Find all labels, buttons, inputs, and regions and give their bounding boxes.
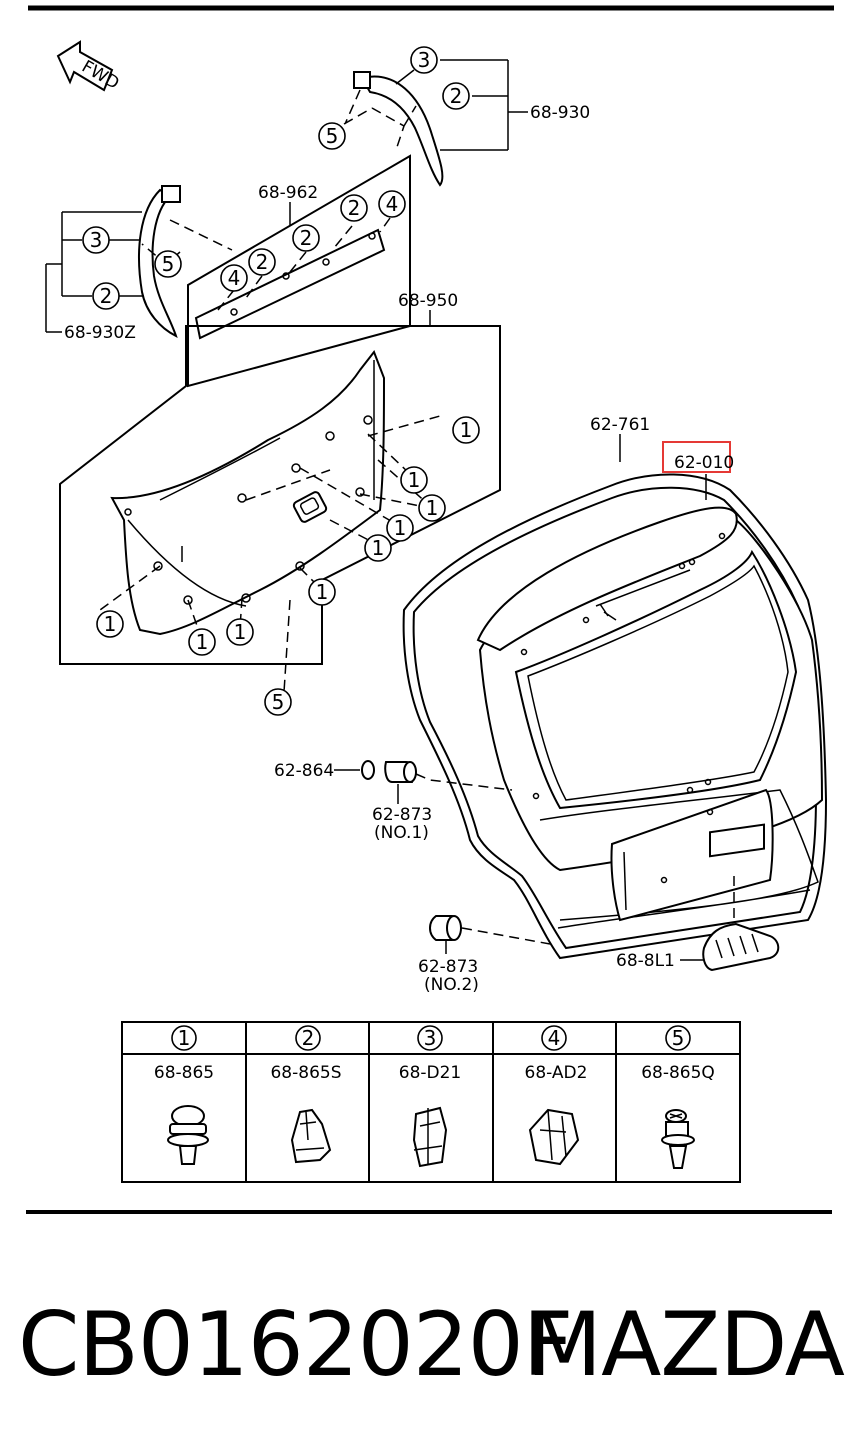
callout-circle-1: 1 [226, 618, 254, 646]
svg-text:2: 2 [348, 196, 361, 220]
legend-index-1: 1 [178, 1026, 191, 1050]
svg-text:1: 1 [408, 468, 421, 492]
label-68-962: 68-962 [258, 183, 318, 203]
legend-index-2: 2 [302, 1026, 315, 1050]
legend-code-5: 68-865Q [641, 1063, 715, 1083]
svg-text:3: 3 [418, 48, 431, 72]
svg-text:4: 4 [386, 192, 399, 216]
label-62-761: 62-761 [590, 415, 650, 435]
part-number: CB0162020F [18, 1293, 573, 1396]
callout-68-930: 68-930 [395, 59, 590, 151]
label-62-010: 62-010 [674, 453, 734, 473]
label-no1: (NO.1) [374, 823, 429, 843]
callout-circle-4: 4 [220, 264, 248, 292]
callout-circle-1: 1 [188, 628, 216, 656]
legend-cell-2: 2 68-865S [270, 1025, 342, 1164]
svg-text:4: 4 [228, 266, 241, 290]
svg-text:1: 1 [394, 516, 407, 540]
retainer-icon [412, 1106, 448, 1168]
svg-text:1: 1 [316, 580, 329, 604]
svg-text:5: 5 [162, 252, 175, 276]
legend-code-2: 68-865S [270, 1063, 341, 1083]
svg-text:1: 1 [104, 612, 117, 636]
callout-circle-2: 2 [340, 194, 368, 222]
callout-circle-5: 5 [318, 122, 346, 150]
clip-icon [290, 1108, 332, 1164]
callout-circle-1: 1 [386, 514, 414, 542]
svg-text:2: 2 [100, 284, 113, 308]
svg-text:2: 2 [300, 226, 313, 250]
legend-code-1: 68-865 [154, 1063, 214, 1083]
label-62-873-a: 62-873 [372, 805, 432, 825]
legend-index-3: 3 [424, 1026, 437, 1050]
fastener-legend-table: 1 68-865 2 68-865S 3 68-D21 [121, 1021, 741, 1183]
legend-index-4: 4 [548, 1026, 561, 1050]
svg-text:2: 2 [256, 250, 269, 274]
footer: CB0162020F MAZDA [0, 1290, 864, 1420]
legend-cell-3: 3 68-D21 [399, 1025, 462, 1168]
label-68-930z: 68-930Z [64, 323, 136, 343]
legend-cell-4: 4 68-AD2 [525, 1025, 588, 1166]
svg-text:2: 2 [450, 84, 463, 108]
callout-circle-1: 1 [96, 610, 124, 638]
label-68-950: 68-950 [398, 291, 458, 311]
highlight-box-62-010 [662, 441, 731, 473]
legend-code-3: 68-D21 [399, 1063, 462, 1083]
callout-circle-2: 2 [248, 248, 276, 276]
callout-circle-4: 4 [378, 190, 406, 218]
svg-text:1: 1 [196, 630, 209, 654]
label-68-930: 68-930 [530, 103, 590, 123]
callout-circle-2: 2 [92, 282, 120, 310]
liftgate-62-010 [402, 473, 828, 960]
label-no2: (NO.2) [424, 975, 479, 995]
legend-cell-1: 1 68-865 [154, 1025, 214, 1165]
callout-circle-1: 1 [452, 416, 480, 444]
callout-circle-1: 1 [400, 466, 428, 494]
callout-circle-1: 1 [418, 494, 446, 522]
bracket-clip-icon [528, 1108, 580, 1166]
svg-text:5: 5 [326, 124, 339, 148]
brand-name: MAZDA [526, 1293, 845, 1396]
svg-text:1: 1 [372, 536, 385, 560]
callout-circle-5: 5 [154, 250, 182, 278]
stopper-62-873-no1: 62-873 (NO.1) [372, 761, 432, 843]
callout-circle-2: 2 [292, 224, 320, 252]
callout-circle-1: 1 [308, 578, 336, 606]
callout-circle-5: 5 [264, 688, 292, 716]
push-clip-icon [167, 1105, 209, 1165]
svg-text:1: 1 [460, 418, 473, 442]
callout-62-010: 62-010 [662, 441, 734, 500]
label-68-8l1: 68-8L1 [616, 951, 675, 971]
garnish-68-930z [138, 185, 181, 338]
bumper-62-864: 62-864 [274, 760, 375, 781]
svg-text:3: 3 [90, 228, 103, 252]
callout-62-761: 62-761 [590, 415, 650, 462]
fwd-arrow-icon: FWD [56, 40, 122, 94]
callout-circle-3: 3 [82, 226, 110, 254]
liftgate-trim [110, 349, 386, 636]
panel-68-962: 68-962 [187, 154, 411, 388]
callout-circles: 3 2 5 2 4 2 2 4 3 5 2 1 1 1 1 1 1 1 1 1 … [82, 46, 480, 716]
svg-text:1: 1 [234, 620, 247, 644]
callout-circle-1: 1 [364, 534, 392, 562]
svg-text:5: 5 [272, 690, 285, 714]
svg-text:1: 1 [426, 496, 439, 520]
legend-code-4: 68-AD2 [525, 1063, 588, 1083]
callout-circle-2: 2 [442, 82, 470, 110]
label-62-873-b: 62-873 [418, 957, 478, 977]
label-62-864: 62-864 [274, 761, 334, 781]
screw-grommet-icon [661, 1109, 695, 1169]
legend-cell-5: 5 68-865Q [641, 1025, 715, 1169]
callout-68-930z: 68-930Z [45, 211, 144, 343]
callout-circle-3: 3 [410, 46, 438, 74]
lamp-68-8l1: 68-8L1 [616, 823, 780, 972]
garnish-68-930 [353, 71, 444, 187]
stopper-62-873-no2: 62-873 (NO.2) [418, 915, 479, 995]
legend-index-5: 5 [672, 1026, 685, 1050]
